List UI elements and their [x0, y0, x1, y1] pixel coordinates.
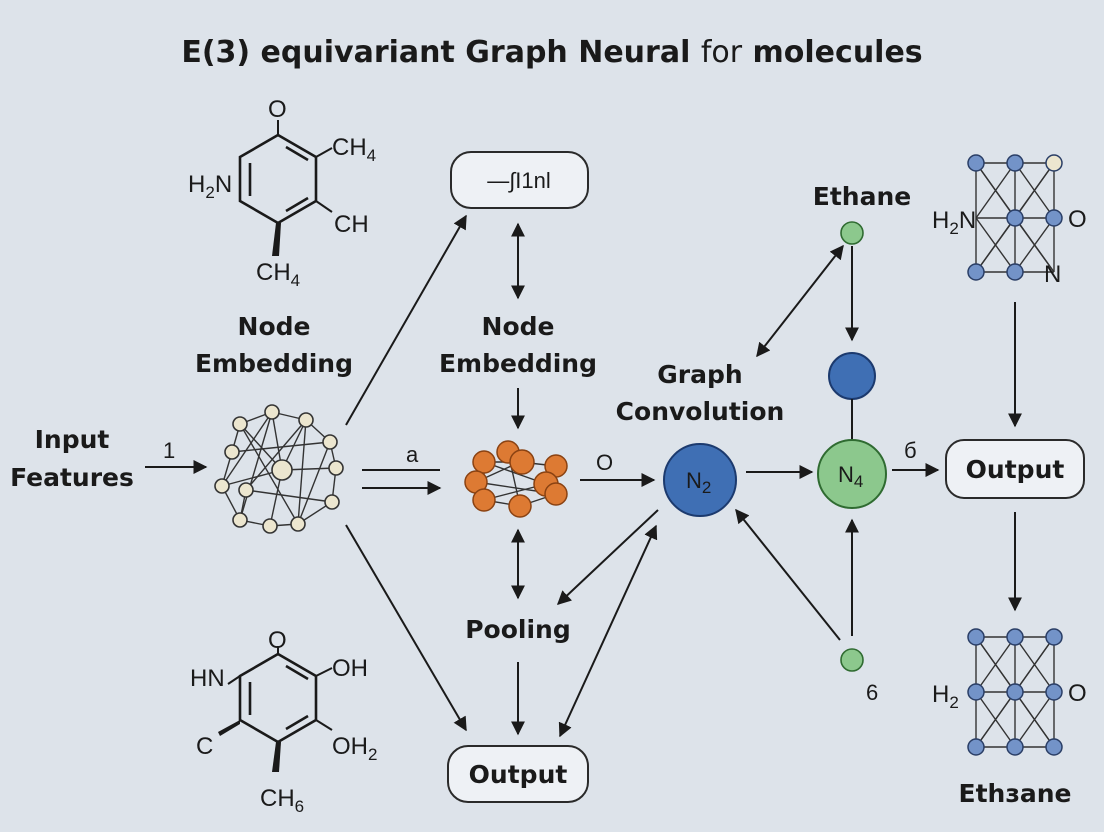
svg-text:OH2: OH2: [332, 733, 377, 764]
arrow-conv-ethane: [756, 244, 844, 358]
ethane-top-label: Ethane: [813, 182, 911, 211]
arrow-label-o: O: [596, 450, 613, 475]
svg-text:O: O: [1068, 206, 1087, 233]
arrow-output-n2: [558, 524, 658, 738]
arrow-label-1: 1: [163, 438, 175, 463]
svg-text:H2: H2: [932, 681, 959, 712]
lattice-top: H2N O N: [932, 154, 1087, 288]
arrow-graph-to-output: [345, 524, 467, 732]
ch-label: CH: [334, 211, 369, 238]
arrow-graph-to-formula: [345, 214, 467, 426]
ethane-node: [840, 221, 864, 245]
graph-convolution-line1: Graph: [657, 360, 742, 389]
ch4-bottom-label: CH4: [256, 259, 300, 290]
formula-box-label: —∫I1nl: [487, 168, 551, 193]
svg-text:O: O: [1068, 680, 1087, 707]
output-box-right: [945, 439, 1085, 499]
input-label-line2: Features: [10, 463, 134, 492]
svg-text:HN: HN: [190, 665, 225, 692]
graph-convolution-line2: Convolution: [616, 397, 785, 426]
svg-text:N4: N4: [838, 462, 863, 491]
ethane-bottom-label: Ethзane: [959, 779, 1072, 808]
output-right-label: Output: [966, 455, 1065, 484]
node-n4: N4: [817, 439, 887, 509]
arrow-node6-to-n2: [735, 508, 841, 641]
svg-text:CH6: CH6: [260, 785, 304, 816]
h2n-label: H2N: [188, 171, 232, 202]
svg-text:H2N: H2N: [932, 207, 976, 238]
output-bottom-label: Output: [469, 760, 568, 789]
lattice-bottom: H2 O: [932, 628, 1087, 756]
molecule-bottom-left: O HN OH C OH2 CH6: [190, 627, 377, 816]
ch4-label: CH4: [332, 134, 376, 165]
svg-text:OH: OH: [332, 655, 368, 682]
svg-text:N: N: [1044, 261, 1061, 288]
node-embedding-mid-line2: Embedding: [439, 349, 597, 378]
blue-node: [828, 352, 876, 400]
node-embedding-left-line1: Node: [238, 312, 311, 341]
arrow-n2-to-pooling: [556, 509, 659, 605]
svg-text:C: C: [196, 733, 213, 760]
oxygen-label: O: [268, 96, 287, 123]
svg-text:O: O: [268, 627, 287, 654]
node-embedding-mid-line1: Node: [482, 312, 555, 341]
input-label-line1: Input: [35, 425, 110, 454]
input-graph: [214, 404, 344, 534]
node-6-label: 6: [866, 680, 878, 705]
molecule-top-left: O CH4 H2N CH CH4: [188, 96, 376, 290]
output-box-bottom: [447, 745, 589, 803]
svg-text:N2: N2: [686, 468, 711, 497]
orange-node-cluster: [464, 440, 568, 518]
node-embedding-left-line2: Embedding: [195, 349, 353, 378]
pooling-label: Pooling: [465, 615, 571, 644]
arrow-label-b: б: [904, 438, 917, 463]
formula-box: [450, 151, 589, 209]
diagram-title: E(3) equivariant Graph Neural for molecu…: [181, 35, 922, 70]
node-6: [840, 648, 864, 672]
node-n2: N2: [663, 443, 737, 517]
arrow-label-a: a: [406, 442, 419, 467]
